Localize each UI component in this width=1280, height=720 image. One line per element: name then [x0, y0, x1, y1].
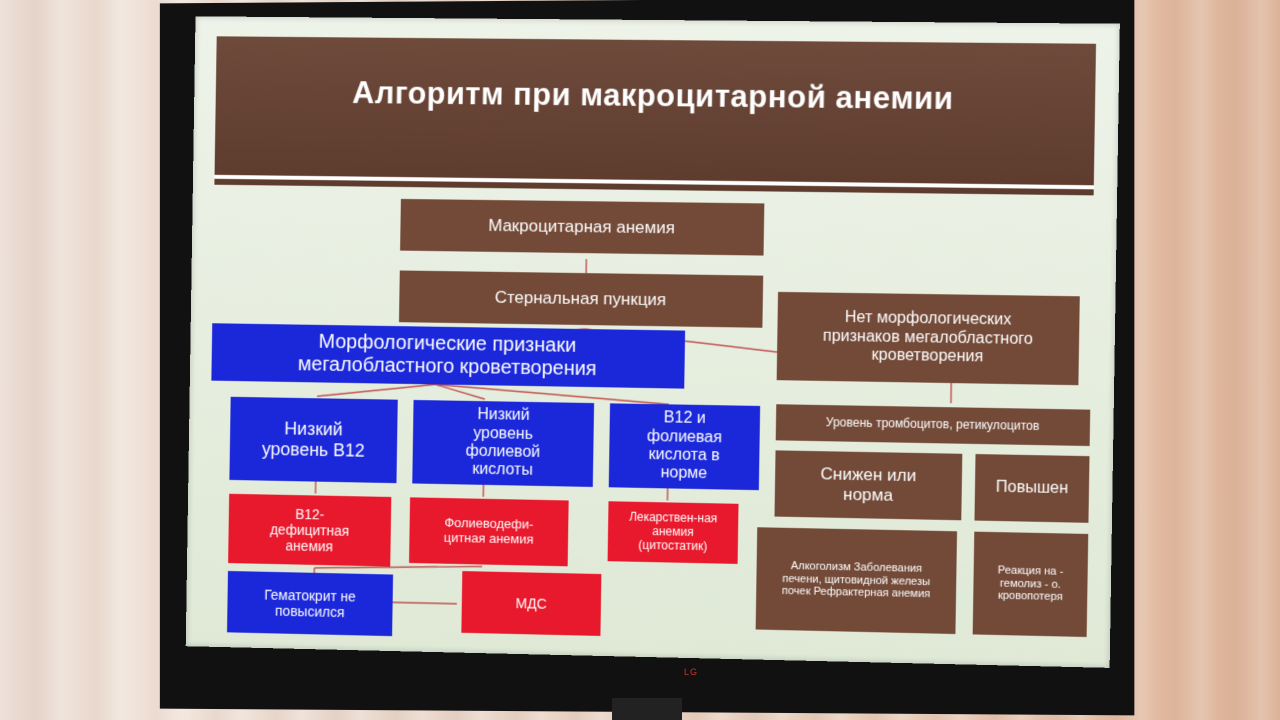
- box-macrocytic-anemia: Макроцитарная анемия: [400, 198, 765, 256]
- box-hematocrit: Гематокрит не повысился: [227, 570, 394, 637]
- box-reaction: Реакция на - гемолиз - о. кровопотеря: [972, 531, 1089, 638]
- arrow-hematocrit-to-mds: [393, 602, 457, 603]
- tv-brand-logo: LG: [684, 667, 699, 677]
- box-no-morphological-signs: Нет морфологических признаков мегалоблас…: [776, 291, 1080, 386]
- box-low-b12: Низкий уровень В12: [229, 396, 398, 484]
- box-increased: Повышен: [974, 454, 1090, 523]
- box-sternal-puncture: Стернальная пункция: [398, 270, 764, 328]
- arrow-morph-to-lowb12: [317, 382, 436, 398]
- arrow-morph-to-lowfolic: [435, 384, 485, 399]
- box-drug-anemia: Лекарствен-ная анемия (цитостатик): [607, 501, 739, 564]
- box-low-folic: Низкий уровень фолиевой кислоты: [412, 399, 595, 487]
- box-platelets-reticulocytes: Уровень тромбоцитов, ретикулоцитов: [775, 404, 1091, 447]
- box-b12-deficiency-anemia: В12-дефицитная анемия: [228, 493, 392, 567]
- box-mds: МДС: [461, 571, 602, 636]
- box-decreased-or-normal: Снижен или норма: [774, 450, 963, 521]
- tv-stand: [612, 698, 682, 720]
- box-alcoholism-causes: Алкоголизм Заболевания печени, щитовидно…: [755, 527, 958, 635]
- box-morphological-signs: Морфологические признаки мегалобластного…: [211, 323, 686, 389]
- box-b12-folic-normal: В12 и фолиевая кислота в норме: [608, 403, 761, 491]
- box-folate-deficiency-anemia: Фолиеводефи-цитная анемия: [409, 497, 569, 567]
- tv-screen: Алгоритм при макроцитарной анемии Макроц…: [185, 16, 1120, 668]
